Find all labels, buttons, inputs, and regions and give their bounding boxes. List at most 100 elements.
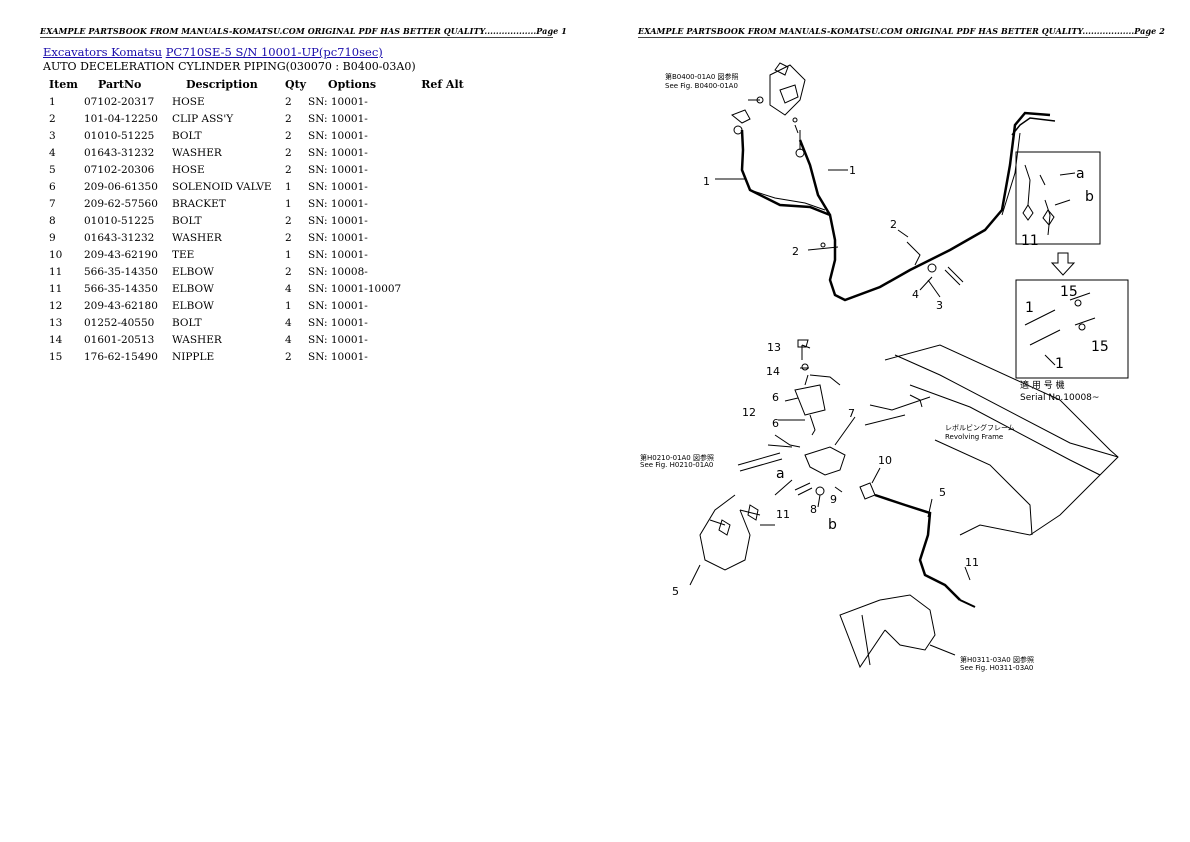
cell-item: 1 [49, 95, 56, 108]
cell-qty: 2 [285, 163, 292, 176]
cell-ref-alt [401, 331, 471, 348]
frame-label-en: Revolving Frame [945, 433, 1003, 441]
callout-5-right: 5 [939, 486, 946, 499]
cell-partno: 01010-51225 [84, 129, 155, 142]
cell-ref-alt [401, 178, 471, 195]
cell-options: SN: 10001-10007 [308, 282, 402, 295]
cell-item: 10 [49, 248, 63, 261]
callout-7: 7 [848, 407, 855, 420]
ref-b0400: See Fig. B0400-01A0 [665, 82, 738, 90]
cell-options: SN: 10001- [308, 231, 368, 244]
cell-description: HOSE [172, 163, 205, 176]
callout-3: 3 [936, 299, 943, 312]
cell-description: ELBOW [172, 282, 214, 295]
page-header-left: EXAMPLE PARTSBOOK FROM MANUALS-KOMATSU.C… [40, 26, 567, 36]
breadcrumb-link-model[interactable]: PC710SE-5 S/N 10001-UP(pc710sec) [165, 45, 383, 59]
cylinder-drawing [879, 594, 936, 651]
hose-5-drawing [874, 493, 961, 601]
cell-options: SN: 10001- [308, 146, 368, 159]
cell-partno: 01643-31232 [84, 231, 155, 244]
cell-options: SN: 10001- [308, 299, 368, 312]
page-title: AUTO DECELERATION CYLINDER PIPING(030070… [43, 60, 416, 73]
cell-ref-alt [401, 229, 471, 246]
cell-options: SN: 10001- [308, 316, 368, 329]
cell-description: NIPPLE [172, 350, 215, 363]
col-header-description: Description [186, 78, 258, 91]
cell-item: 9 [49, 231, 56, 244]
cell-partno: 209-43-62180 [84, 299, 158, 312]
bracket-drawing [804, 446, 846, 476]
callout-1-right: 1 [849, 164, 856, 177]
breadcrumb-link-excavators[interactable]: Excavators Komatsu [43, 45, 163, 59]
col-header-item: Item [49, 78, 78, 91]
cell-options: SN: 10001- [308, 333, 368, 346]
cell-ref-alt [401, 144, 471, 161]
cell-item: 11 [49, 265, 63, 278]
cell-item: 4 [49, 146, 56, 159]
serial-label-jp: 適 用 号 機 [1020, 379, 1065, 391]
ref-b0400-jp: 第B0400-01A0 図参照 [665, 72, 739, 81]
cell-ref-alt [401, 280, 471, 297]
cell-options: SN: 10001- [308, 350, 368, 363]
cell-ref-alt [401, 246, 471, 263]
cell-description: BOLT [172, 316, 202, 329]
cell-ref-alt [401, 212, 471, 229]
cell-item: 7 [49, 197, 56, 210]
cell-ref-alt [401, 195, 471, 212]
detail-label-15-top: 15 [1060, 284, 1078, 300]
detail-label-11: 11 [1021, 233, 1039, 249]
ref-h0311-jp: 第H0311-03A0 図参照 [960, 655, 1034, 664]
cell-description: WASHER [172, 231, 222, 244]
cell-options: SN: 10001- [308, 214, 368, 227]
cell-description: WASHER [172, 333, 222, 346]
cell-ref-alt [401, 297, 471, 314]
detail-label-15-bottom: 15 [1091, 339, 1109, 355]
detail-label-1-top: 1 [1025, 300, 1034, 316]
callout-14: 14 [766, 365, 780, 378]
cell-qty: 1 [285, 299, 292, 312]
col-header-ref-alt: Ref Alt [421, 78, 464, 91]
callout-6-top: 6 [772, 391, 779, 404]
cell-item: 11 [49, 282, 63, 295]
cell-description: ELBOW [172, 265, 214, 278]
cell-ref-alt [401, 314, 471, 331]
cell-qty: 4 [285, 282, 292, 295]
cell-qty: 2 [285, 95, 292, 108]
callout-12: 12 [742, 406, 756, 419]
cell-options: SN: 10001- [308, 248, 368, 261]
cell-qty: 2 [285, 231, 292, 244]
cell-qty: 2 [285, 129, 292, 142]
cell-options: SN: 10001- [308, 163, 368, 176]
col-header-partno: PartNo [98, 78, 142, 91]
cell-description: SOLENOID VALVE [172, 180, 272, 193]
header-rule-right [638, 37, 1148, 38]
cell-qty: 2 [285, 112, 292, 125]
cell-description: BOLT [172, 214, 202, 227]
cell-ref-alt [401, 263, 471, 280]
cell-qty: 2 [285, 350, 292, 363]
cell-partno: 209-62-57560 [84, 197, 158, 210]
callout-10: 10 [878, 454, 892, 467]
frame-label-jp: レボルビングフレーム [945, 423, 1015, 432]
parts-diagram: 1 1 2 2 3 4 5 5 6 6 7 8 9 10 11 11 12 13… [640, 62, 1129, 672]
cell-partno: 566-35-14350 [84, 282, 158, 295]
ref-h0210-jp: 第H0210-01A0 図参照 [640, 453, 714, 462]
ref-h0311: See Fig. H0311-03A0 [960, 664, 1033, 672]
cell-qty: 1 [285, 248, 292, 261]
cell-options: SN: 10001- [308, 197, 368, 210]
cell-partno: 101-04-12250 [84, 112, 158, 125]
cell-ref-alt [401, 348, 471, 365]
cell-description: BOLT [172, 129, 202, 142]
callout-9: 9 [830, 493, 837, 506]
parts-table: Item PartNo Description Qty Options Ref … [43, 76, 471, 365]
detail-label-a: a [1076, 166, 1085, 182]
cell-description: BRACKET [172, 197, 226, 210]
cell-options: SN: 10001- [308, 95, 368, 108]
